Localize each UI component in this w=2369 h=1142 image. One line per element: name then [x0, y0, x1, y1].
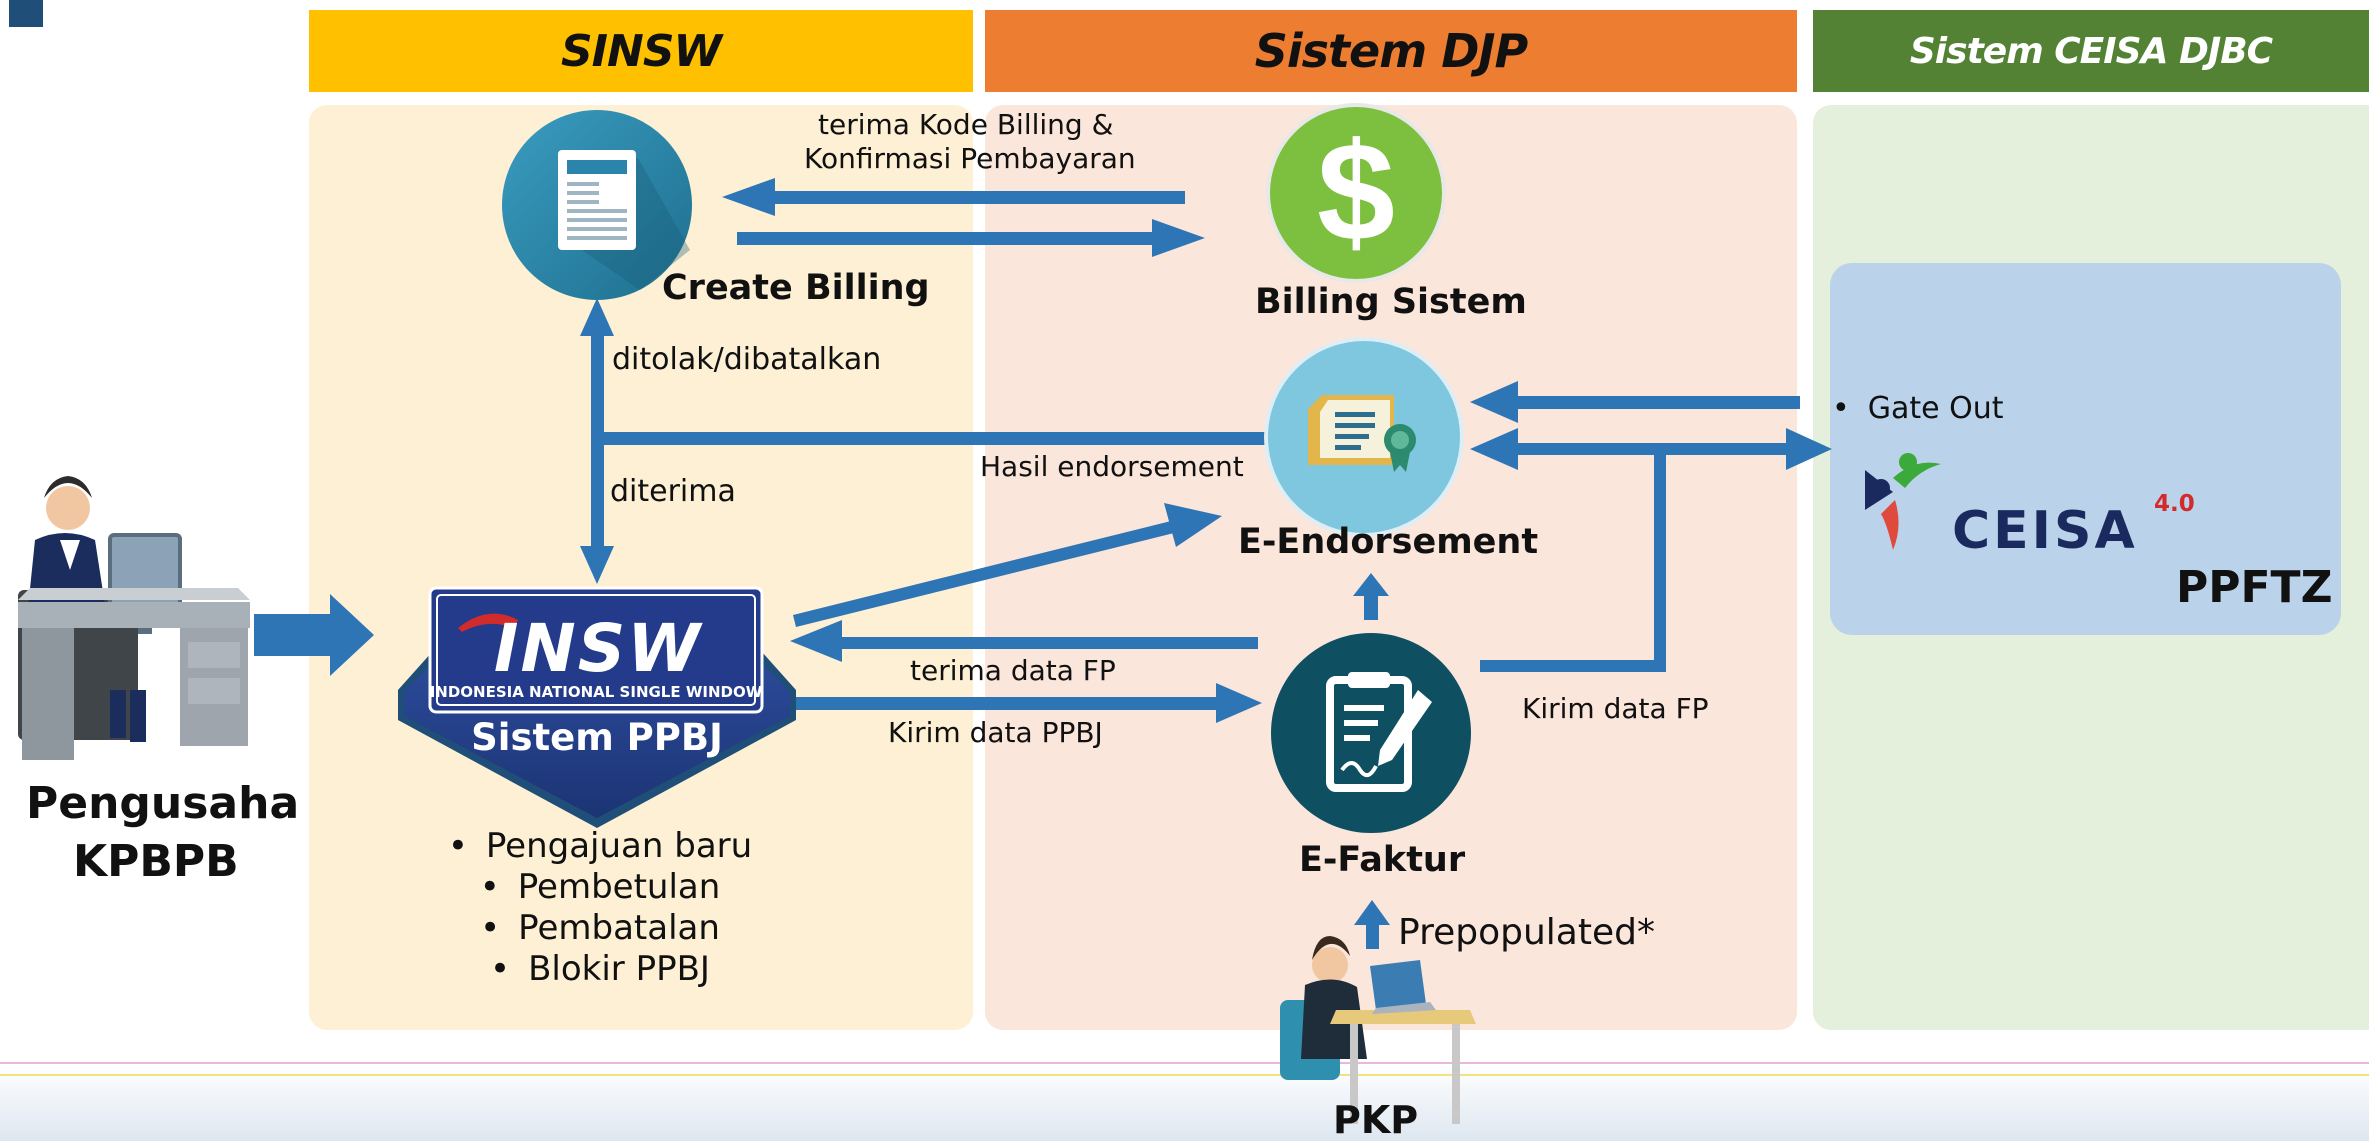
arrow-create-to-billing: [737, 219, 1205, 257]
label-pkp: PKP: [1333, 1098, 1419, 1142]
list-item: Gate Out: [1832, 388, 2032, 429]
list-item: Pembatalan: [430, 908, 770, 949]
flow-diterima: diterima: [610, 474, 736, 509]
e-endorsement-icon: [1264, 337, 1464, 537]
arrow-efaktur-to-ppbj: [790, 620, 1258, 662]
label-pengusaha-line1: Pengusaha: [26, 778, 300, 829]
ceisa-logo: CEISA 4.0: [1865, 453, 2195, 561]
ppftz-box: [1830, 263, 2341, 635]
header-djp-label: Sistem DJP: [1254, 24, 1528, 78]
insw-wordmark: INSW: [494, 610, 703, 687]
flow-kirim-data-ppbj: Kirim data PPBJ: [888, 716, 1103, 749]
ppbj-action-list: Pengajuan baru Pembetulan Pembatalan Blo…: [430, 826, 770, 990]
sistem-ppbj-label: Sistem PPBJ: [471, 716, 723, 759]
header-sistem-djp: Sistem DJP: [985, 10, 1797, 92]
arrow-ceisa-to-endorsement: [1470, 381, 1800, 423]
label-billing-sistem: Billing Sistem: [1255, 282, 1527, 322]
flow-terima-data-fp: terima data FP: [910, 654, 1116, 687]
flow-kirim-data-fp: Kirim data FP: [1522, 692, 1709, 725]
flow-ditolak: ditolak/dibatalkan: [612, 342, 882, 377]
create-billing-icon: [502, 110, 692, 300]
footer-band: [0, 1065, 2369, 1141]
dollar-glyph: $: [1317, 113, 1395, 270]
arrow-ppbj-to-endorsement: [793, 503, 1222, 627]
label-e-faktur: E-Faktur: [1299, 840, 1466, 880]
flow-terima-billing-line1: terima Kode Billing &: [818, 108, 1114, 141]
arrow-up-to-create-billing: [580, 298, 614, 440]
arrow-efaktur-to-ceisa: [1470, 428, 1832, 672]
flow-prepopulated: Prepopulated*: [1398, 912, 1655, 953]
header-sistem-ceisa: Sistem CEISA DJBC: [1813, 10, 2369, 92]
header-sinsw: SINSW: [309, 10, 973, 92]
label-e-endorsement: E-Endorsement: [1238, 522, 1539, 562]
pengusaha-illustration: [18, 476, 250, 760]
footer-line-pink: [0, 1062, 2369, 1064]
ceisa-wordmark: CEISA: [1952, 501, 2138, 561]
label-ppftz: PPFTZ: [2176, 562, 2333, 613]
label-create-billing: Create Billing: [662, 268, 930, 308]
flow-terima-billing-line2: Konfirmasi Pembayaran: [804, 142, 1136, 175]
header-sinsw-label: SINSW: [560, 25, 722, 77]
list-item: Pengajuan baru: [430, 826, 770, 867]
list-item: Pembetulan: [430, 867, 770, 908]
arrow-down-to-ppbj: [580, 440, 614, 584]
pkp-illustration: [1280, 936, 1476, 1124]
footer-line-yellow: [0, 1074, 2369, 1076]
label-pengusaha-line2: KPBPB: [73, 836, 239, 887]
arrow-efaktur-to-endorsement: [1353, 573, 1389, 620]
ceisa-version: 4.0: [2154, 491, 2195, 517]
arrow-prepopulated: [1354, 900, 1390, 949]
slide-accent-square: [9, 0, 43, 27]
billing-sistem-icon: $: [1266, 103, 1446, 283]
arrow-group: [254, 178, 1832, 949]
e-faktur-icon: [1271, 633, 1471, 833]
ceisa-action-list: Gate Out: [1832, 388, 2032, 429]
header-ceisa-label: Sistem CEISA DJBC: [1909, 30, 2273, 72]
insw-tagline: INDONESIA NATIONAL SINGLE WINDOW: [430, 683, 763, 701]
flow-hasil-endorsement: Hasil endorsement: [980, 450, 1244, 483]
line-hasil-endorsement: [597, 432, 1267, 445]
arrow-billing-to-create: [722, 178, 1185, 216]
arrow-ppbj-to-efaktur: [793, 683, 1262, 723]
insw-logo: INSW INDONESIA NATIONAL SINGLE WINDOW Si…: [398, 586, 796, 828]
list-item: Blokir PPBJ: [430, 949, 770, 990]
arrow-pengusaha-to-ppbj: [254, 594, 374, 676]
